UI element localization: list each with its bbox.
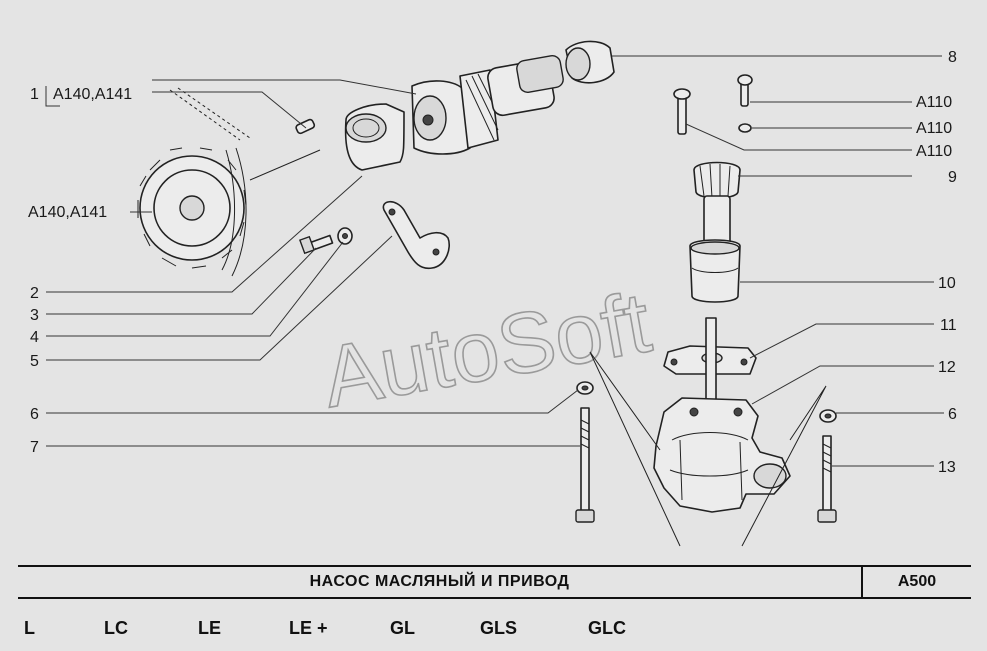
page-title: НАСОС МАСЛЯНЫЙ И ПРИВОД	[309, 573, 570, 590]
leader-lines	[45, 55, 944, 467]
callout-6-left: 6	[30, 406, 39, 423]
callout-6-right: 6	[948, 406, 957, 423]
gear-part-9	[693, 161, 741, 245]
washer-part-6-right	[819, 409, 837, 423]
dowel-pin	[295, 118, 316, 135]
bushing-part-10	[689, 239, 741, 303]
pin-a110	[673, 88, 691, 135]
watermark: AutoSoft	[316, 274, 658, 426]
callout-5: 5	[30, 353, 39, 370]
parts-diagram: AutoSoft	[28, 40, 957, 547]
bolt-part-7	[575, 407, 595, 523]
washer-part-6-left	[576, 381, 594, 395]
bracket-part-5	[382, 200, 450, 270]
variant-l: L	[24, 618, 35, 638]
section-code: A500	[897, 573, 937, 590]
washer-part-4	[337, 227, 353, 245]
pump-shaft	[705, 317, 717, 409]
variant-gls: GLS	[480, 618, 518, 638]
variant-le-plus: LE +	[289, 618, 328, 638]
callout-3: 3	[30, 307, 39, 324]
callout-4: 4	[30, 329, 39, 346]
drive-gear-shaft	[411, 54, 564, 155]
callout-a110-1: A110	[916, 94, 952, 111]
callout-13: 13	[938, 459, 956, 476]
callout-11: 11	[940, 317, 957, 334]
bolt-part-3	[299, 234, 334, 255]
callout-9: 9	[948, 169, 957, 186]
title-divider	[861, 567, 863, 597]
title-bar: НАСОС МАСЛЯНЫЙ И ПРИВОД A500	[18, 565, 971, 599]
callout-2: 2	[30, 285, 39, 302]
variant-gl: GL	[390, 618, 415, 638]
oil-pump-body	[653, 397, 791, 513]
camshaft-sprocket	[137, 87, 321, 277]
callout-8: 8	[948, 49, 957, 66]
callout-a110-3: A110	[916, 143, 952, 160]
callout-1-reference: A140,A141	[53, 86, 132, 103]
callout-12: 12	[938, 359, 956, 376]
callout-1-number: 1	[30, 86, 39, 103]
callout-a110-2: A110	[916, 120, 952, 137]
callout-7: 7	[30, 439, 39, 456]
variant-lc: LC	[104, 618, 128, 638]
variant-le: LE	[198, 618, 222, 638]
bushing-part-2	[344, 103, 405, 171]
pin-a110-small	[737, 74, 753, 133]
callout-sprocket-reference: A140,A141	[28, 204, 107, 221]
bolt-part-13	[817, 435, 837, 523]
sleeve-part-8	[565, 40, 615, 84]
variant-glc: GLC	[588, 618, 626, 638]
callout-10: 10	[938, 275, 956, 292]
